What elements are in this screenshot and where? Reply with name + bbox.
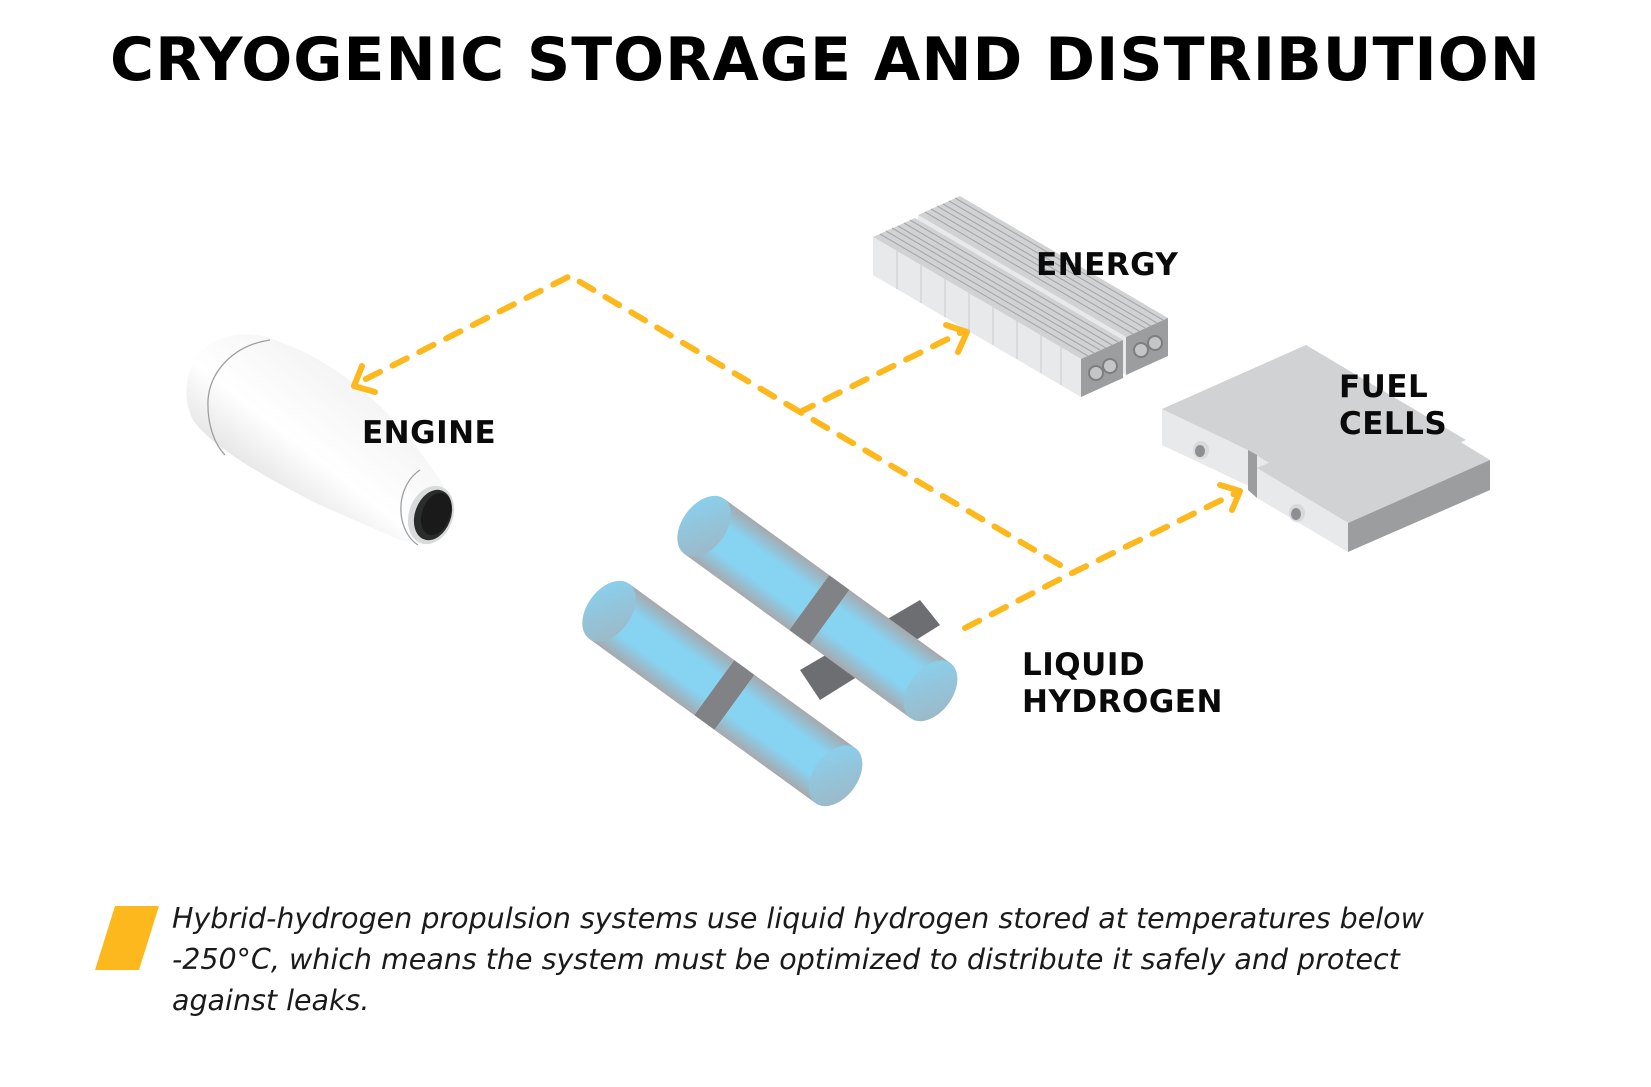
flow-arrow-to-engine [351,273,803,415]
caption-accent-mark [95,906,159,970]
engine-label: ENGINE [362,415,497,451]
battery-pack-icon [873,196,1168,397]
hydrogen-tanks-icon [582,495,958,807]
fuel-cell-stack-icon [1162,345,1490,552]
fuel-cells-label: FUEL CELLS [1339,369,1447,443]
liquid-hydrogen-label-line1: LIQUID [1022,647,1146,683]
energy-label: ENERGY [1036,247,1179,283]
flow-arrow-to-fuel-cells [962,482,1243,631]
liquid-hydrogen-label-line2: HYDROGEN [1022,684,1223,720]
fuel-cells-label-line1: FUEL [1339,369,1429,405]
jet-engine-icon [186,334,455,546]
page-title: CRYOGENIC STORAGE AND DISTRIBUTION [110,25,1541,95]
caption-text: Hybrid-hydrogen propulsion systems use l… [172,902,1424,1017]
liquid-hydrogen-label: LIQUID HYDROGEN [1022,647,1223,721]
fuel-cells-label-line2: CELLS [1339,406,1448,442]
